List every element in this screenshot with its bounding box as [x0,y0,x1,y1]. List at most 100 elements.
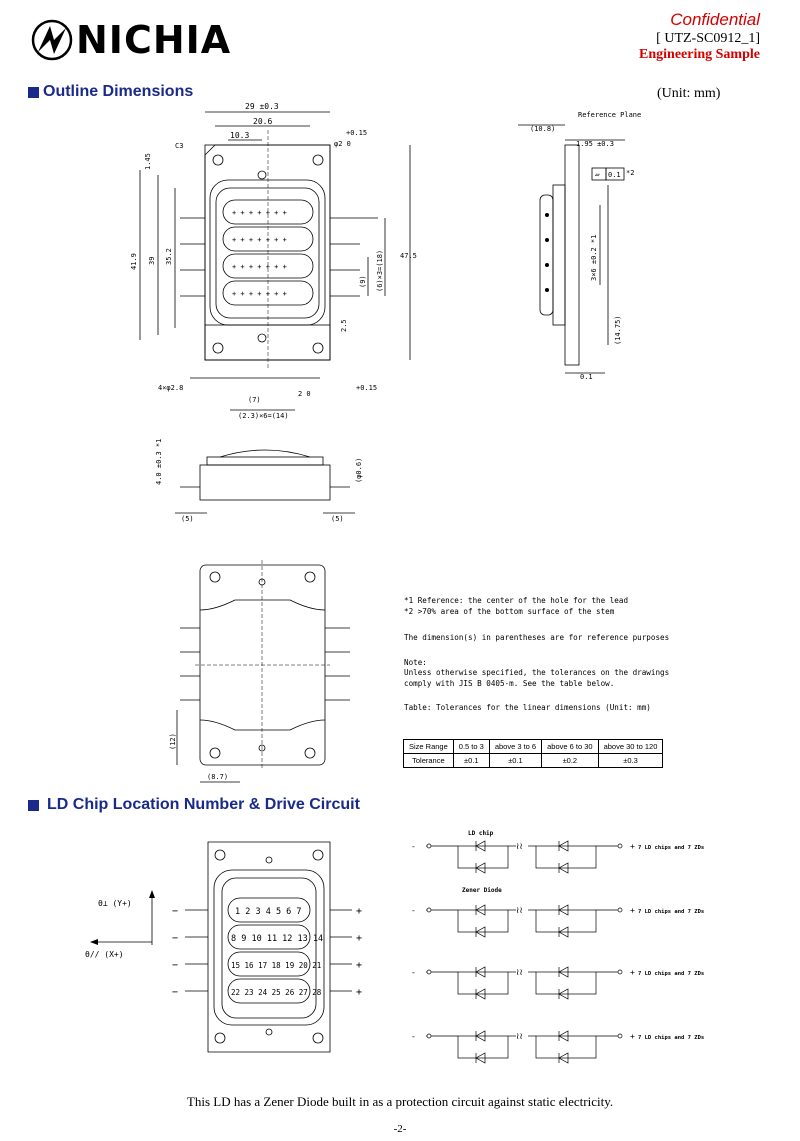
ld-chip-label: LD chip [468,830,494,837]
dim-41-9: 41.9 [130,253,138,270]
engineering-sample-label: Engineering Sample [639,47,760,62]
dim-4-phi: 4×φ2.8 [158,384,183,392]
dim-2-0: 2 0 [298,390,311,398]
dim-5b: (5) [331,515,344,523]
chip-row-4: 22 23 24 25 26 27 28 [231,988,322,997]
chip-row-1: 1 2 3 4 5 6 7 [235,907,302,917]
document-id: [ UTZ-SC0912_1] [656,31,760,46]
circuit-minus: - [411,842,416,851]
plus-3: + [356,960,362,971]
tol-cell-4: ±0.3 [597,753,664,768]
dim-7: (7) [248,396,261,404]
axis-y-label: θ⊥ (Y+) [98,899,132,908]
note-6: comply with JIS B 0405-m. See the table … [404,678,615,688]
bottom-view-drawing: (12) (8.7) [169,560,350,783]
dim-plus-015b: +0.15 [356,384,377,392]
logo-text: NICHIA [76,18,232,62]
dim-12: (12) [169,733,177,750]
tol-cell-1: ±0.1 [452,753,490,768]
dim-1-45: 1.45 [144,153,152,170]
plus-1: + [356,906,362,917]
flatness-symbol-icon: ▱ [595,170,600,179]
minus-4: − [172,987,178,998]
section-title: Outline Dimensions [43,83,194,100]
dim-14-75: (14.75) [614,315,622,345]
circuit-minus: - [411,968,416,977]
dim-4-0: 4.0 ±0.3 *1 [155,439,163,485]
tol-header-3: above 6 to 30 [541,739,599,754]
dim-c3: C3 [175,142,183,150]
dim-1-95: 1.95 ±0.3 [576,140,614,148]
top-view-drawing: + + + + + + + + + + + + + + + + + + + + … [130,102,417,420]
circuit-rows: ≀≀ - +7 LD chips and 7 ZDs ≀≀ - +7 LD chips a… [411,840,704,1064]
dim-29: 29 ±0.3 [245,102,279,111]
circuit-minus: - [411,1032,416,1041]
chip-location-drawing: 1 2 3 4 5 6 7 8 9 10 11 12 13 14 15 16 1… [85,841,362,1053]
notes-block: *1 Reference: the center of the hole for… [404,596,669,714]
circuit-row: ≀≀-+7 LD chips and 7 ZDs [411,840,704,874]
circuit-row-label: 7 LD chips and 7 ZDs [638,1035,704,1041]
circuit-row: ≀≀ - +7 LD chips and 7 ZDs [411,966,704,1000]
chip-row-3: 15 16 17 18 19 20 21 [231,961,321,970]
unit-label: (Unit: mm) [657,86,721,101]
plus-2: + [356,933,362,944]
page-number: -2- [393,1123,407,1135]
circuit-row-label: 7 LD chips and 7 ZDs [638,909,704,915]
footer-note: This LD has a Zener Diode built in as a … [186,1094,614,1109]
tol-cell-2: ±0.1 [488,753,543,768]
dim-6x3: (6)×3=(18) [376,250,384,292]
svg-text:+ + + + + + +: + + + + + + + [232,209,287,217]
dim-phi2: φ2 0 [334,140,351,148]
continuation-mark: ≀≀ [516,968,523,978]
dim-10-3: 10.3 [230,131,249,140]
continuation-mark: ≀≀ [516,842,523,852]
dim-phi-0-6: (φ0.6) [355,458,363,483]
dim-10-8: (10.8) [530,125,555,133]
confidential-label: Confidential [670,10,760,29]
dim-0-1: 0.1 [580,373,593,381]
minus-2: − [172,933,178,944]
circuit-plus: + [630,968,635,977]
flatness-note: *2 [626,169,634,177]
section-bullet-icon [28,799,39,811]
dim-47-5: 47.5 [400,252,417,260]
front-view-drawing: (5) (5) 4.0 ±0.3 *1 (φ0.6) [155,439,363,523]
dim-35-2: 35.2 [165,248,173,265]
circuit-row: ≀≀-+7 LD chips and 7 ZDs [411,904,704,938]
flatness-value: 0.1 [608,171,621,179]
circuit-plus: + [630,906,635,915]
note-1: *1 Reference: the center of the hole for… [404,596,629,605]
dim-39: 39 [148,257,156,265]
note-3: The dimension(s) in parentheses are for … [404,633,670,642]
circuit-plus: + [630,842,635,851]
continuation-mark: ≀≀ [516,1032,523,1042]
nichia-logo: NICHIA [30,18,231,62]
tol-cell-3: ±0.2 [541,753,599,768]
dim-plus-015a: +0.15 [346,129,367,137]
dim-2-5: 2.5 [340,319,348,332]
tol-header-2: above 3 to 6 [488,739,543,754]
circuit-row-label: 7 LD chips and 7 ZDs [638,971,704,977]
minus-1: − [172,906,178,917]
chip-row-2: 8 9 10 11 12 13 14 [231,934,323,944]
dim-9: (9) [359,275,367,288]
plus-4: + [356,987,362,998]
section-ld-chip: LD Chip Location Number & Drive Circuit [28,796,360,814]
svg-text:+ + + + + + +: + + + + + + + [232,236,287,244]
dim-8-7: (8.7) [207,773,228,781]
zener-diode-label: Zener Diode [462,887,502,894]
dim-3x6: 3×6 ±0.2 *1 [590,235,598,281]
dim-20-6: 20.6 [253,117,272,126]
nichia-emblem-icon [31,19,73,61]
drive-circuit-diagram: LD chip Zener Diode ≀≀ - +7 LD chips and 7… [411,830,704,1064]
dim-5a: (5) [181,515,194,523]
dim-2-3x6: (2.3)×6=(14) [238,412,289,420]
circuit-minus: - [411,906,416,915]
circuit-row: ≀≀-+7 LD chips and 7 ZDs [411,1030,704,1064]
reference-plane-label: Reference Plane [578,111,641,119]
axis-x-label: θ// (X+) [85,950,124,959]
note-5: Unless otherwise specified, the toleranc… [404,668,670,677]
tol-header-1: 0.5 to 3 [452,739,490,754]
note-2: *2 >70% area of the bottom surface of th… [404,606,615,616]
minus-3: − [172,960,178,971]
